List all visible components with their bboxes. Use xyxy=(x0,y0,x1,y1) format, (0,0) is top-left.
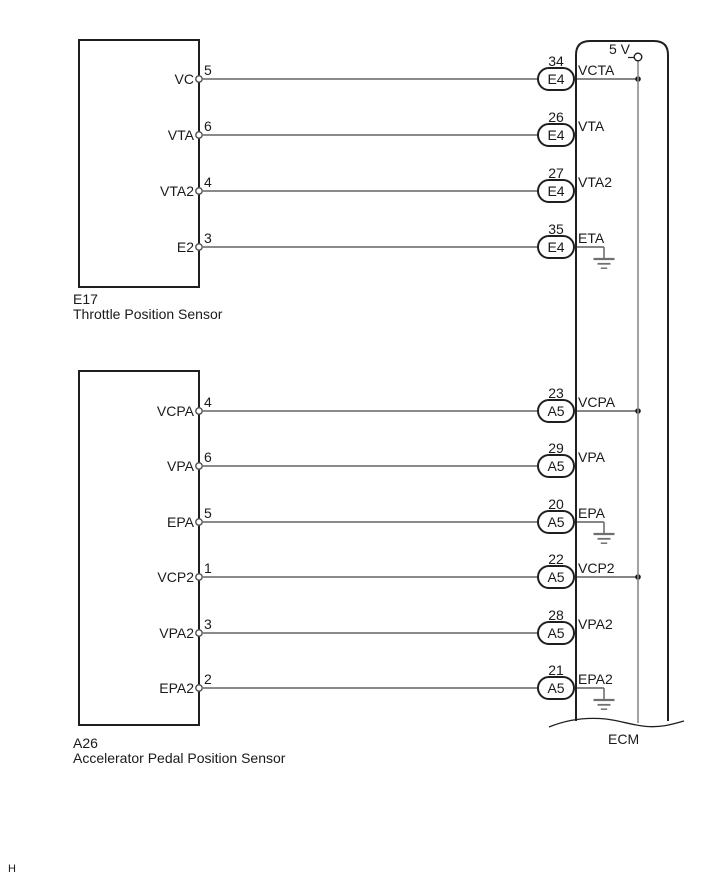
sensor-pin-label: VTA2 xyxy=(160,183,194,199)
ecm-connector-pin-number: 26 xyxy=(548,109,564,125)
sensor-pin-label: VCPA xyxy=(156,403,194,419)
ecm-connector-pin-number: 22 xyxy=(548,551,564,567)
sensor-pin-number: 2 xyxy=(204,671,212,687)
ecm-connector-pin-number: 20 xyxy=(548,496,564,512)
sensor-name-label: Throttle Position Sensor xyxy=(73,306,223,322)
sensor-id-label: E17 xyxy=(73,291,98,307)
sensor-pin-label: VTA xyxy=(167,127,194,143)
sensor-terminal-circle xyxy=(195,462,203,470)
ecm-outline xyxy=(575,40,669,721)
sensor-id-label: A26 xyxy=(73,735,98,751)
sensor-pin-number: 3 xyxy=(204,616,212,632)
ecm-signal-label: VCTA xyxy=(578,62,615,78)
ecm-connector-code: A5 xyxy=(547,514,565,530)
ecm-connector-oval xyxy=(537,510,575,534)
sensor-terminal-circle xyxy=(195,407,203,415)
ecm-connector-code: A5 xyxy=(547,680,565,696)
sensor-terminal-circle xyxy=(195,684,203,692)
ecm-connector-oval xyxy=(537,235,575,259)
ecm-connector-pin-number: 27 xyxy=(548,165,564,181)
sensor-pin-label: VC xyxy=(174,71,194,87)
sensor-box xyxy=(78,39,200,288)
sensor-terminal-circle xyxy=(195,75,203,83)
sensor-pin-number: 3 xyxy=(204,230,212,246)
ecm-signal-label: ETA xyxy=(578,230,605,246)
ecm-signal-label: VCP2 xyxy=(578,560,615,576)
sensor-name-label: Accelerator Pedal Position Sensor xyxy=(73,750,286,766)
ecm-connector-code: A5 xyxy=(547,458,565,474)
ecm-connector-oval xyxy=(537,676,575,700)
ecm-connector-oval xyxy=(537,179,575,203)
page-code-label: H xyxy=(8,863,16,875)
sensor-pin-number: 6 xyxy=(204,449,212,465)
supply-voltage-label: 5 V xyxy=(608,41,630,57)
ecm-signal-label: VPA xyxy=(578,449,605,465)
ecm-connector-oval xyxy=(537,565,575,589)
ecm-connector-pin-number: 21 xyxy=(548,662,564,678)
sensor-pin-number: 5 xyxy=(204,505,212,521)
ecm-connector-pin-number: 35 xyxy=(548,221,564,237)
ecm-connector-oval xyxy=(537,399,575,423)
sensor-terminal-circle xyxy=(195,243,203,251)
sensor-pin-number: 4 xyxy=(204,394,212,410)
ecm-connector-pin-number: 34 xyxy=(548,53,564,69)
sensor-terminal-circle xyxy=(195,629,203,637)
ecm-connector-code: E4 xyxy=(547,239,565,255)
ecm-connector-pin-number: 23 xyxy=(548,385,564,401)
sensor-pin-label: EPA xyxy=(167,514,194,530)
sensor-terminal-circle xyxy=(195,187,203,195)
ecm-connector-code: E4 xyxy=(547,127,565,143)
sensor-pin-number: 6 xyxy=(204,118,212,134)
ecm-signal-label: EPA2 xyxy=(578,671,613,687)
sensor-box xyxy=(78,370,200,726)
sensor-terminal-circle xyxy=(195,573,203,581)
ecm-label: ECM xyxy=(608,731,640,747)
ecm-connector-code: A5 xyxy=(547,569,565,585)
sensor-pin-number: 5 xyxy=(204,62,212,78)
ecm-connector-pin-number: 29 xyxy=(548,440,564,456)
ecm-signal-label: VTA xyxy=(578,118,605,134)
ecm-torn-edge xyxy=(548,717,685,728)
ecm-connector-code: A5 xyxy=(547,625,565,641)
sensor-pin-label: VPA xyxy=(167,458,194,474)
ecm-connector-code: A5 xyxy=(547,403,565,419)
sensor-pin-label: VCP2 xyxy=(157,569,194,585)
ecm-connector-code: E4 xyxy=(547,71,565,87)
ecm-connector-oval xyxy=(537,67,575,91)
ecm-connector-oval xyxy=(537,621,575,645)
sensor-pin-label: VPA2 xyxy=(159,625,194,641)
sensor-terminal-circle xyxy=(195,518,203,526)
ecm-signal-label: VTA2 xyxy=(578,174,612,190)
sensor-pin-number: 1 xyxy=(204,560,212,576)
sensor-pin-number: 4 xyxy=(204,174,212,190)
sensor-terminal-circle xyxy=(195,131,203,139)
ecm-connector-oval xyxy=(537,123,575,147)
ecm-connector-code: E4 xyxy=(547,183,565,199)
sensor-pin-label: E2 xyxy=(176,239,194,255)
ecm-connector-pin-number: 28 xyxy=(548,607,564,623)
sensor-pin-label: EPA2 xyxy=(159,680,194,696)
ecm-connector-oval xyxy=(537,454,575,478)
ecm-signal-label: EPA xyxy=(578,505,605,521)
ecm-signal-label: VPA2 xyxy=(578,616,613,632)
ecm-signal-label: VCPA xyxy=(578,394,616,410)
supply-terminal-circle xyxy=(633,52,643,62)
